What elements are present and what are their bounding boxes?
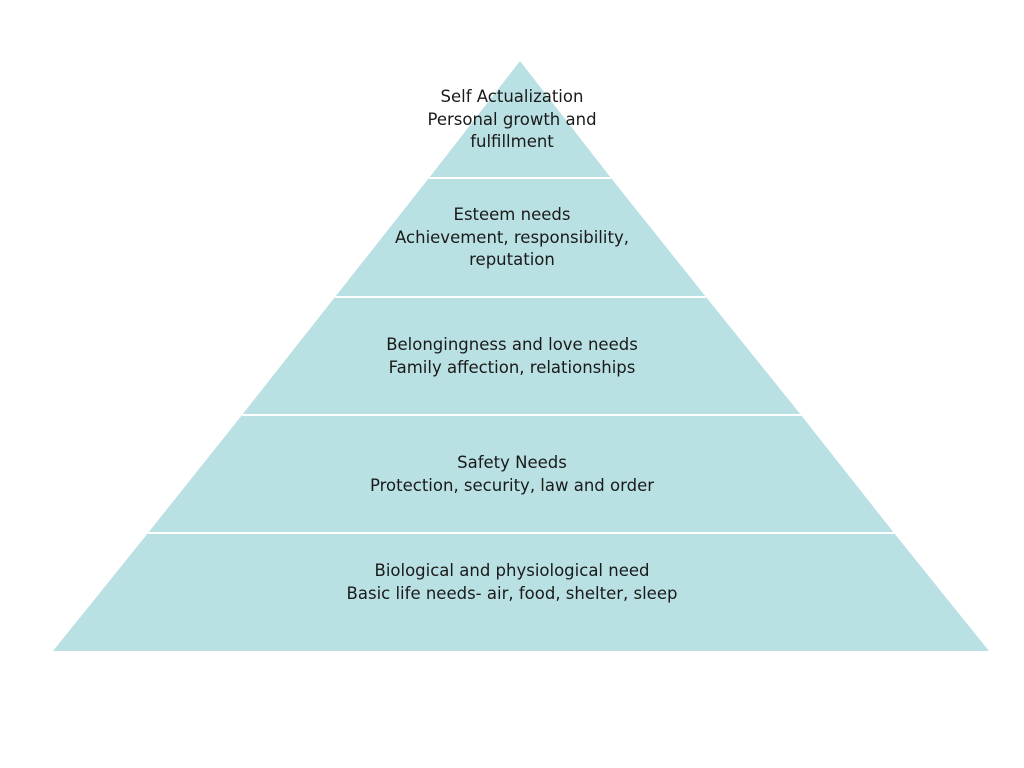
tier-title: Esteem needs bbox=[453, 205, 571, 224]
tier-label-safety: Safety Needs Protection, security, law a… bbox=[262, 452, 762, 497]
tier-title: Biological and physiological need bbox=[374, 561, 650, 580]
pyramid-tier-biological bbox=[53, 533, 989, 651]
tier-description-line: Personal growth and bbox=[427, 109, 597, 129]
tier-title: Safety Needs bbox=[457, 453, 567, 472]
tier-description-line: Basic life needs- air, food, shelter, sl… bbox=[346, 583, 678, 603]
pyramid-tier-esteem bbox=[335, 178, 706, 297]
tier-label-biological: Biological and physiological need Basic … bbox=[262, 560, 762, 605]
tier-description-line: reputation bbox=[469, 250, 555, 269]
tier-label-self-actualization: Self Actualization Personal growth and f… bbox=[262, 86, 762, 154]
tier-title: Belongingness and love needs bbox=[386, 335, 638, 354]
pyramid-tier-self-actualization bbox=[429, 61, 611, 178]
tier-description-line: fulfillment bbox=[470, 132, 554, 151]
tier-description-line: Protection, security, law and order bbox=[369, 475, 655, 495]
tier-description-line: Family affection, relationships bbox=[388, 357, 636, 377]
tier-title: Self Actualization bbox=[440, 87, 584, 106]
tier-label-esteem: Esteem needs Achievement, responsibility… bbox=[262, 204, 762, 272]
tier-label-belongingness: Belongingness and love needs Family affe… bbox=[262, 334, 762, 379]
pyramid-tier-belongingness bbox=[242, 297, 801, 415]
tier-description-line: Achievement, responsibility, bbox=[395, 227, 629, 247]
pyramid-tier-safety bbox=[148, 415, 894, 533]
